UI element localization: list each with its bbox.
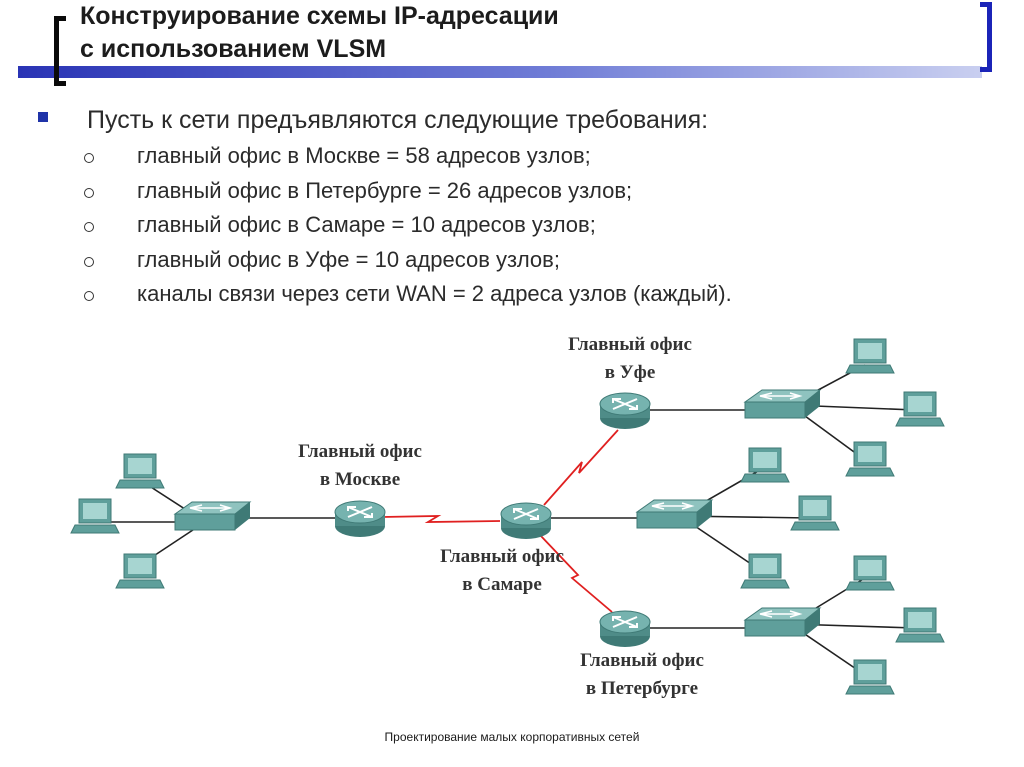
workstation-icon xyxy=(790,495,840,531)
requirement-text: главный офис в Петербурге = 26 адресов у… xyxy=(137,177,633,203)
workstation-icon xyxy=(740,447,790,483)
right-bracket-decoration xyxy=(980,2,992,72)
circle-bullet-icon xyxy=(84,256,94,267)
petersburg-label-line-2: в Петербурге xyxy=(586,678,698,699)
workstation-icon xyxy=(740,553,790,589)
switch-icon xyxy=(744,607,821,637)
slide-footer: Проектирование малых корпоративных сетей xyxy=(384,730,640,744)
office-labels: Главный офис в Москве Главный офис в Уфе… xyxy=(298,334,704,699)
wan-links xyxy=(381,429,619,613)
workstation-icon xyxy=(845,555,895,591)
router-icon xyxy=(599,392,651,430)
samara-label-line-1: Главный офис xyxy=(440,546,564,567)
circle-bullet-icon xyxy=(84,222,94,232)
intro-text: Пусть к сети предъявляются следующие тре… xyxy=(87,106,709,134)
workstation-icon xyxy=(845,659,895,695)
router-icon xyxy=(334,500,386,538)
circle-bullet-icon xyxy=(84,153,94,163)
samara-label-line-2: в Самаре xyxy=(462,574,542,595)
requirement-text: главный офис в Самаре = 10 адресов узлов… xyxy=(137,212,596,237)
switch-icon xyxy=(174,501,251,531)
ufa-label-line-1: Главный офис xyxy=(568,334,692,355)
workstation-icon xyxy=(845,441,895,477)
slide-title: Конструирование схемы IP-адресации с исп… xyxy=(80,0,960,66)
petersburg-label-line-1: Главный офис xyxy=(580,650,704,671)
workstation-icon xyxy=(115,553,165,589)
requirement-text: главный офис в Москве = 58 адресов узлов… xyxy=(137,143,591,168)
requirement-text: главный офис в Уфе = 10 адресов узлов; xyxy=(137,246,560,272)
workstation-icon xyxy=(895,607,945,643)
moscow-label-line-2: в Москве xyxy=(320,469,400,490)
workstation-icon xyxy=(115,453,165,489)
router-icon xyxy=(599,610,651,648)
workstation-icon xyxy=(845,338,895,374)
title-underline xyxy=(18,66,982,78)
title-line-1: Конструирование схемы IP-адресации xyxy=(80,2,559,30)
workstation-icon xyxy=(70,498,120,534)
requirement-text: каналы связи через сети WAN = 2 адреса у… xyxy=(137,281,732,306)
router-icon xyxy=(500,502,552,540)
title-line-2: с использованием VLSM xyxy=(80,35,387,63)
switch-icon xyxy=(744,389,821,419)
switch-icon xyxy=(636,499,713,529)
circle-bullet-icon xyxy=(84,291,94,301)
ufa-label-line-2: в Уфе xyxy=(605,362,656,383)
square-bullet-icon xyxy=(38,112,48,122)
left-bracket-decoration xyxy=(54,16,66,86)
moscow-label-line-1: Главный офис xyxy=(298,441,422,462)
circle-bullet-icon xyxy=(84,187,94,198)
